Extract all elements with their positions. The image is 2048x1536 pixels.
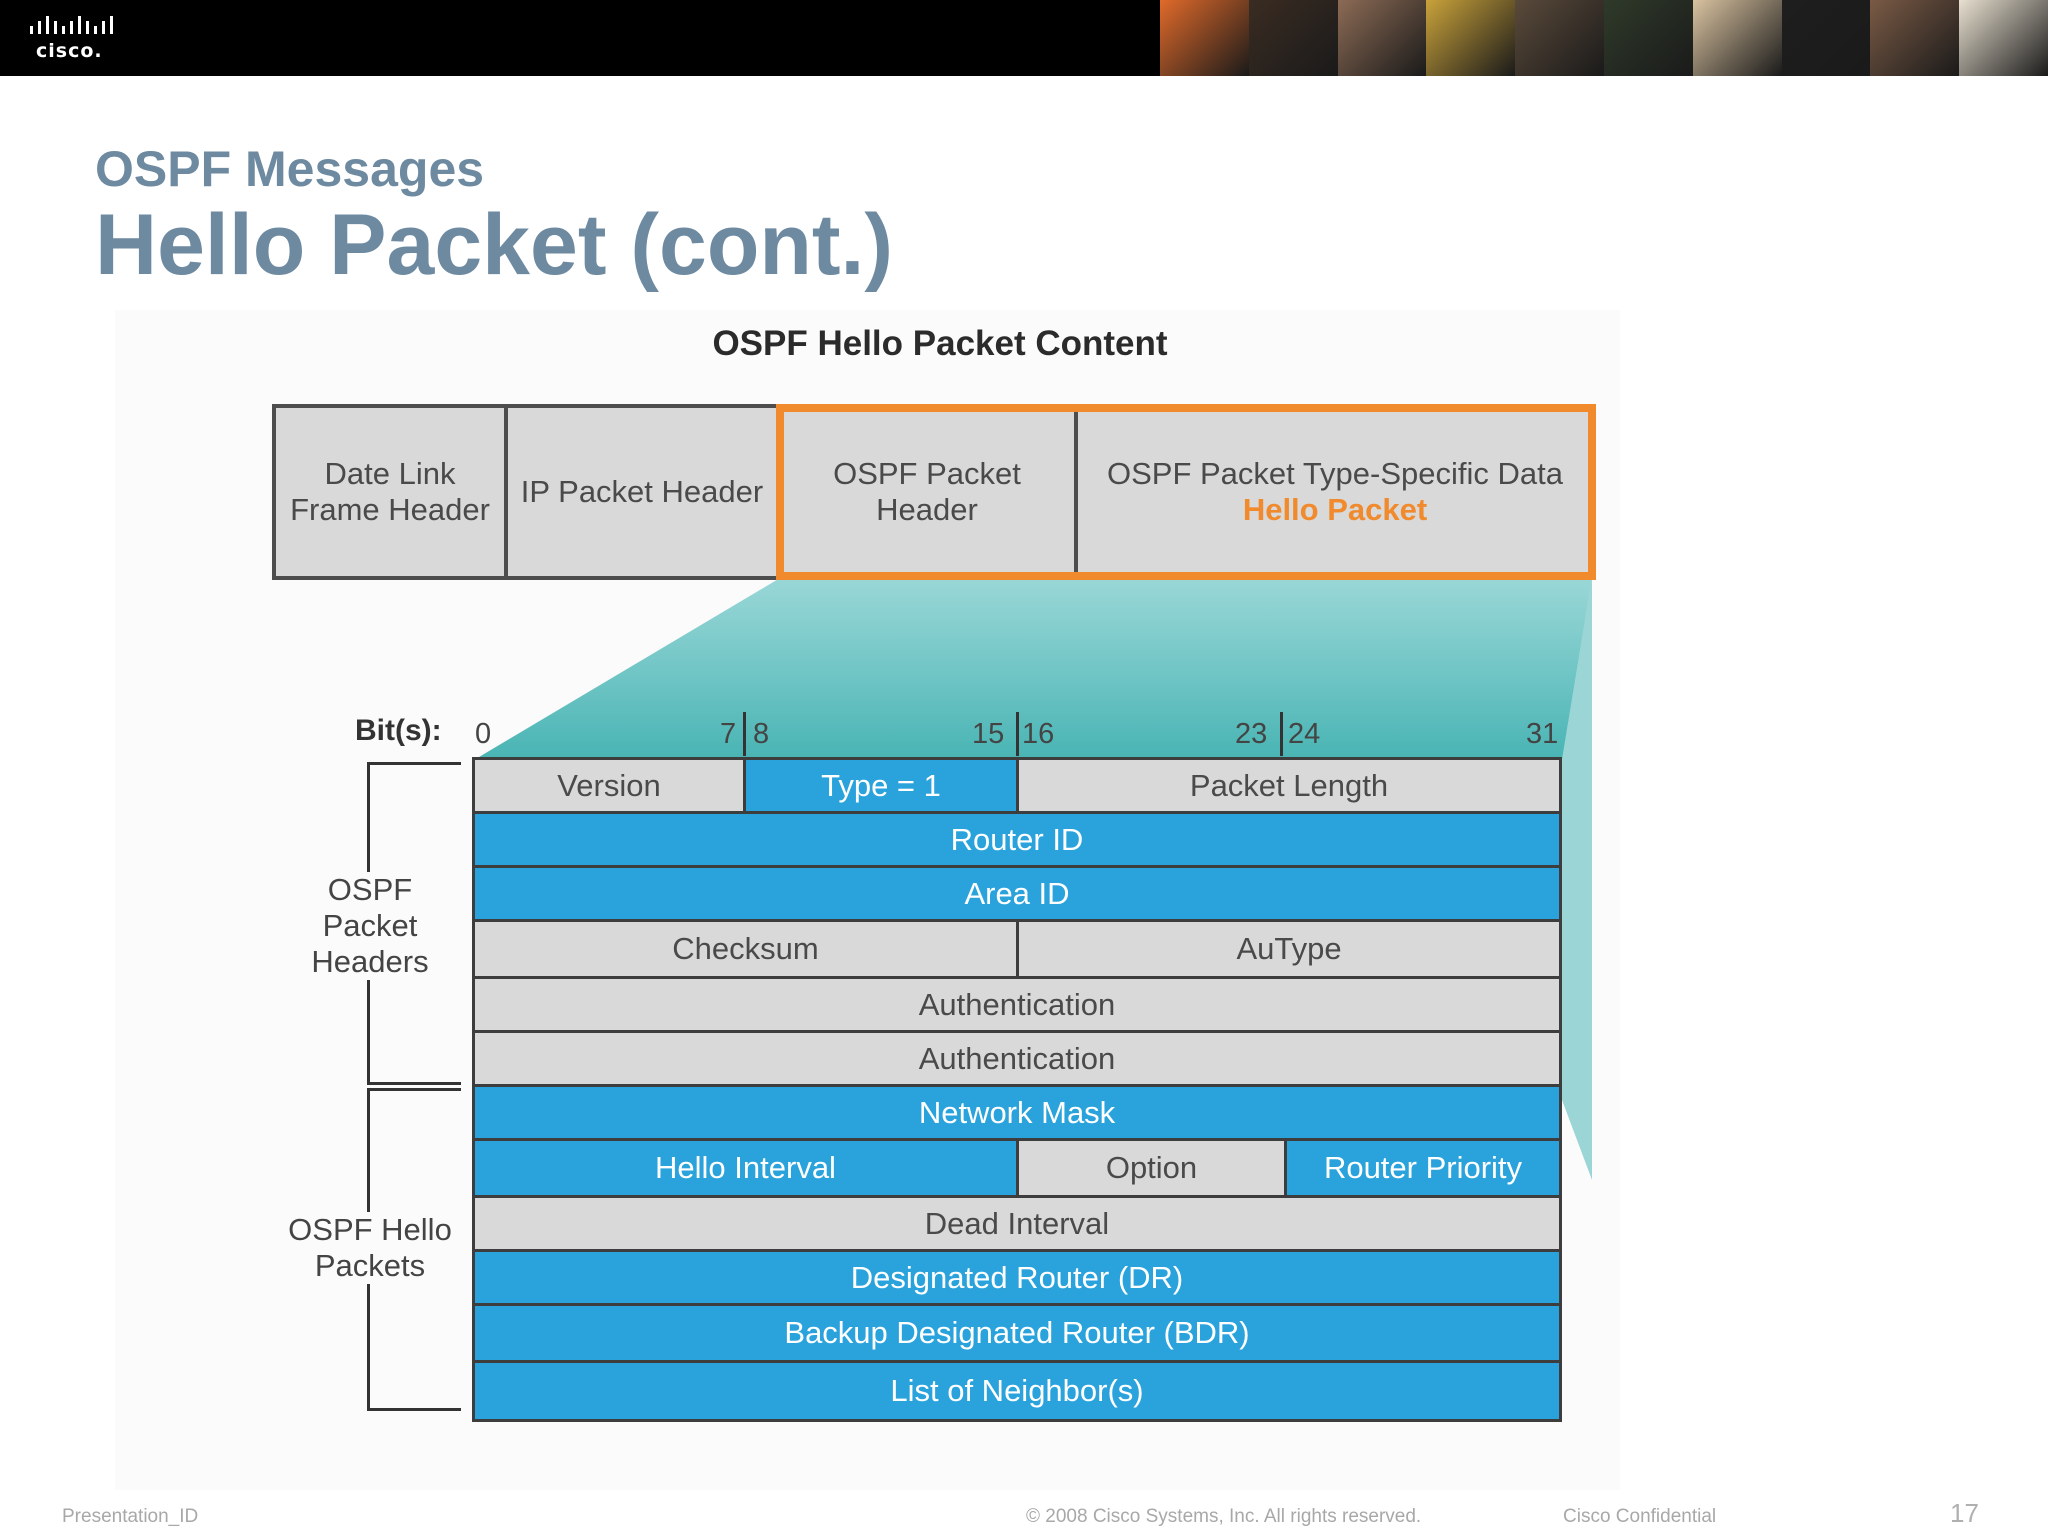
photo-tile	[1603, 0, 1693, 76]
bit-divider-15-16	[1016, 712, 1019, 756]
bit-8: 8	[753, 718, 770, 750]
field-backup-designated-router: Backup Designated Router (BDR)	[472, 1303, 1562, 1363]
ip-packet-header: IP Packet Header	[504, 404, 780, 580]
bit-16: 16	[1022, 718, 1055, 750]
bit-divider-23-24	[1280, 712, 1283, 756]
photo-tile	[1781, 0, 1871, 76]
footer-presentation-id: Presentation_ID	[62, 1506, 199, 1527]
field-authentication-1: Authentication	[472, 976, 1562, 1033]
footer-confidential: Cisco Confidential	[1563, 1506, 1717, 1527]
photo-tile	[1337, 0, 1427, 76]
photo-tile	[1515, 0, 1604, 76]
field-router-priority: Router Priority	[1284, 1138, 1562, 1198]
bit-7: 7	[720, 718, 737, 750]
highlight-frame	[776, 404, 1596, 580]
ospf-packet-header-label: OSPF Packet Header	[833, 456, 1021, 527]
ip-packet-header-label: IP Packet Header	[520, 474, 764, 509]
group-label-packet-headers: OSPF Packet Headers	[285, 872, 455, 980]
top-banner: cisco.	[0, 0, 2048, 76]
photo-tile	[1426, 0, 1516, 76]
field-checksum: Checksum	[472, 919, 1019, 979]
field-list-of-neighbors: List of Neighbor(s)	[472, 1360, 1562, 1422]
bit-0: 0	[475, 718, 492, 750]
field-autype: AuType	[1016, 919, 1562, 979]
field-type: Type = 1	[743, 757, 1019, 814]
slide-title: Hello Packet (cont.)	[95, 197, 894, 293]
field-router-id: Router ID	[472, 811, 1562, 868]
cisco-logo-icon	[30, 16, 113, 34]
bit-24: 24	[1288, 718, 1321, 750]
data-link-frame-header-label: Date Link Frame Header	[290, 456, 490, 527]
bit-31: 31	[1526, 718, 1559, 750]
field-packet-length: Packet Length	[1016, 757, 1562, 814]
photo-tile	[1870, 0, 1960, 76]
slide-subtitle: OSPF Messages	[95, 141, 485, 197]
bits-label: Bit(s):	[355, 714, 442, 747]
headers-bracket-top	[367, 762, 461, 765]
footer-copyright: © 2008 Cisco Systems, Inc. All rights re…	[1026, 1506, 1422, 1527]
hello-bracket-top	[367, 1088, 461, 1091]
photo-strip	[1160, 0, 2048, 76]
bit-divider-7-8	[743, 712, 746, 756]
photo-tile	[1160, 0, 1249, 76]
photo-tile	[1959, 0, 2048, 76]
data-link-frame-header: Date Link Frame Header	[272, 404, 508, 580]
field-designated-router: Designated Router (DR)	[472, 1249, 1562, 1306]
field-dead-interval: Dead Interval	[472, 1195, 1562, 1252]
hello-bracket-bottom	[367, 1408, 461, 1411]
bit-23: 23	[1235, 718, 1268, 750]
field-option: Option	[1016, 1138, 1287, 1198]
page-number: 17	[1950, 1498, 1979, 1528]
photo-tile	[1692, 0, 1782, 76]
field-area-id: Area ID	[472, 865, 1562, 922]
diagram-title: OSPF Hello Packet Content	[712, 324, 1168, 363]
photo-tile	[1248, 0, 1338, 76]
field-network-mask: Network Mask	[472, 1084, 1562, 1141]
field-authentication-2: Authentication	[472, 1030, 1562, 1087]
bit-15: 15	[972, 718, 1005, 750]
logo-wordmark: cisco.	[36, 40, 103, 62]
ospf-type-specific-data-label: OSPF Packet Type-Specific Data	[1106, 456, 1563, 491]
field-version: Version	[472, 757, 746, 814]
group-label-hello-packets: OSPF Hello Packets	[270, 1212, 470, 1284]
headers-bracket-bottom	[367, 1082, 461, 1085]
hello-packet-highlight: Hello Packet	[1242, 492, 1428, 527]
field-hello-interval: Hello Interval	[472, 1138, 1019, 1198]
